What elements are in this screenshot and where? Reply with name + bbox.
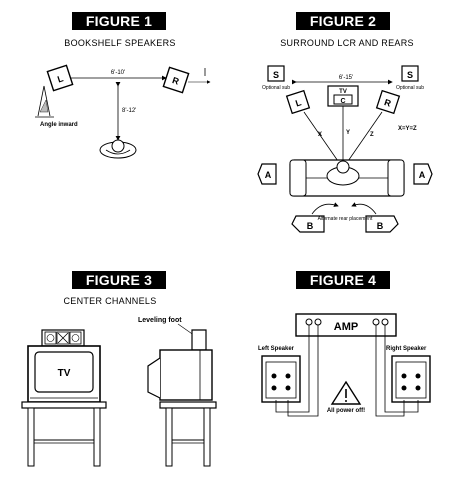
- amplifier-icon: [295, 313, 397, 337]
- rear-speaker-left-icon: [291, 215, 325, 233]
- figure2-title: FIGURE 2: [296, 12, 390, 30]
- right-speaker-icon: R: [162, 66, 190, 94]
- figure2-sub-right-label: Optional sub: [396, 85, 424, 91]
- subwoofer-right-icon: [401, 65, 419, 82]
- figure2-right-label: R: [383, 97, 393, 109]
- figure2-sub-left-label: Optional sub: [262, 85, 290, 91]
- tv-side-icon: [147, 329, 213, 401]
- figure2-subtitle: SURROUND LCR AND REARS: [280, 38, 414, 48]
- figure2-center-label: C: [340, 98, 345, 105]
- figure3-leveling-label: Leveling foot: [138, 317, 182, 324]
- figure2-sub-left: S: [273, 70, 279, 80]
- side-speaker-right-icon: [413, 163, 433, 185]
- figure3-title: FIGURE 3: [72, 271, 166, 289]
- angle-wedge-icon: [35, 85, 54, 118]
- figure2-x-label: X: [318, 132, 322, 138]
- figure2-side-right: A: [419, 170, 426, 180]
- figure2-rear-left: B: [307, 221, 314, 231]
- figure1-distance-label: 8'-12': [122, 108, 136, 114]
- figure4-warning-label: All power off!: [327, 408, 365, 414]
- figure2-rear-right: B: [377, 221, 384, 231]
- warning-icon: [330, 380, 362, 405]
- figure2-alternate-label: Alternate rear placement: [318, 216, 373, 222]
- figure4-title: FIGURE 4: [296, 271, 390, 289]
- figure1-subtitle: BOOKSHELF SPEAKERS: [64, 38, 176, 48]
- figure3-tv-label: TV: [58, 368, 71, 379]
- subwoofer-left-icon: [267, 65, 285, 82]
- figure2-side-left: A: [265, 170, 272, 180]
- figure2-y-label: Y: [346, 130, 350, 136]
- left-speaker-terminal-icon: [261, 355, 301, 403]
- figure4-amp-label: AMP: [334, 321, 358, 333]
- figure1-right-label: R: [171, 75, 181, 87]
- figure3-diagram: TV Leveling foot: [21, 317, 217, 467]
- table-front-icon: [21, 401, 107, 467]
- figure1-diagram: 6'-10' L R Angle inward 8'-12': [35, 64, 211, 159]
- tv-front-icon: [27, 345, 101, 403]
- figure2-diagram: S Optional sub S Optional sub 6'-15' TV …: [257, 65, 433, 233]
- table-side-icon: [159, 401, 217, 467]
- figure2-left-speaker-icon: L: [285, 89, 311, 115]
- figure1-left-label: L: [56, 73, 65, 84]
- left-speaker-icon: L: [46, 64, 74, 92]
- figure1-angle-label: Angle inward: [40, 122, 78, 128]
- figure2-span-label: 6'-15': [339, 75, 353, 81]
- figure2-right-speaker-icon: R: [375, 89, 401, 115]
- figure2-listener-icon: [326, 160, 360, 186]
- figure4-left-label: Left Speaker: [258, 346, 295, 352]
- figure2-sub-right: S: [407, 70, 413, 80]
- center-channel-speaker-icon: [41, 329, 85, 347]
- figure3-subtitle: CENTER CHANNELS: [63, 296, 157, 306]
- figure1-span-label: 6'-10': [111, 70, 125, 76]
- figure2-left-label: L: [294, 97, 303, 108]
- right-speaker-terminal-icon: [391, 355, 431, 403]
- figure2-z-label: Z: [370, 132, 374, 138]
- figure1-title: FIGURE 1: [72, 12, 166, 30]
- figure4-diagram: AMP Left Speaker Right Speaker: [258, 313, 431, 417]
- side-speaker-left-icon: [257, 163, 277, 185]
- rear-speaker-right-icon: [365, 215, 399, 233]
- figure2-tv-label: TV: [339, 89, 347, 95]
- center-speaker-icon: [333, 94, 353, 105]
- listener-icon: [99, 139, 137, 159]
- figure2-equation: X=Y=Z: [398, 126, 417, 132]
- figure4-right-label: Right Speaker: [386, 346, 427, 352]
